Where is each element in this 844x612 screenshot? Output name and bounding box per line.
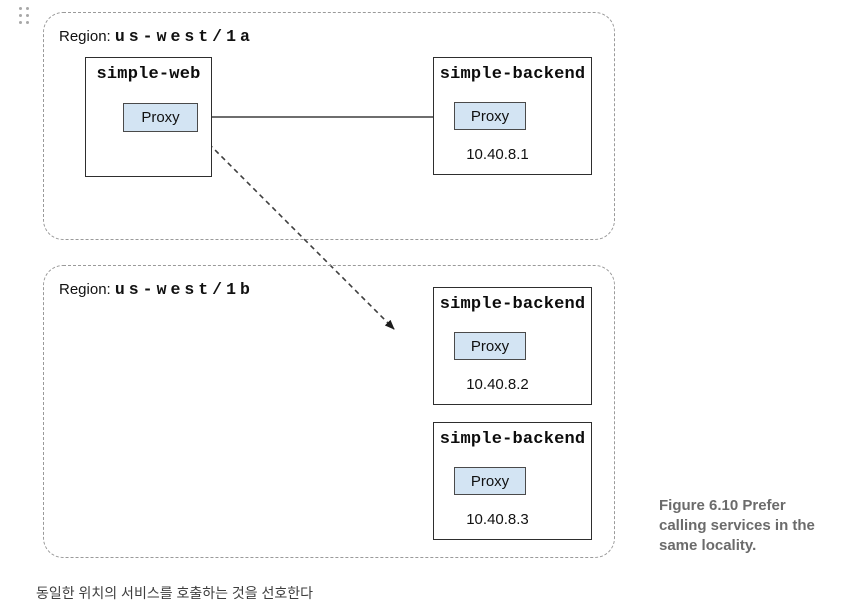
- service-box-simple-backend-1: simple-backend Proxy 10.40.8.1: [433, 57, 592, 175]
- proxy-box: Proxy: [454, 102, 526, 130]
- service-title: simple-web: [96, 65, 201, 84]
- region-1b-label: Region: us-west/1b: [59, 280, 254, 299]
- region-us-west-1a: Region: us-west/1a: [43, 12, 615, 240]
- service-ip: 10.40.8.3: [466, 511, 529, 528]
- region-1b-label-prefix: Region:: [59, 281, 111, 298]
- service-box-simple-backend-2: simple-backend Proxy 10.40.8.2: [433, 287, 592, 405]
- proxy-box: Proxy: [123, 103, 198, 132]
- service-ip: 10.40.8.1: [466, 146, 529, 163]
- service-ip: 10.40.8.2: [466, 376, 529, 393]
- service-box-simple-backend-3: simple-backend Proxy 10.40.8.3: [433, 422, 592, 540]
- region-1a-label: Region: us-west/1a: [59, 27, 254, 46]
- service-title: simple-backend: [439, 430, 586, 449]
- proxy-box: Proxy: [454, 467, 526, 495]
- region-1a-label-prefix: Region:: [59, 28, 111, 45]
- service-box-simple-web: simple-web Proxy: [85, 57, 212, 177]
- region-1b-name: us-west/1b: [114, 280, 254, 299]
- figure-caption: Figure 6.10 Prefer calling services in t…: [659, 497, 815, 554]
- region-1a-name: us-west/1a: [114, 27, 254, 46]
- drag-handle-icon: [19, 7, 29, 24]
- service-title: simple-backend: [439, 295, 586, 314]
- region-us-west-1b: Region: us-west/1b: [43, 265, 615, 558]
- footnote-korean: 동일한 위치의 서비스를 호출하는 것을 선호한다: [36, 585, 314, 601]
- service-title: simple-backend: [439, 65, 586, 84]
- proxy-box: Proxy: [454, 332, 526, 360]
